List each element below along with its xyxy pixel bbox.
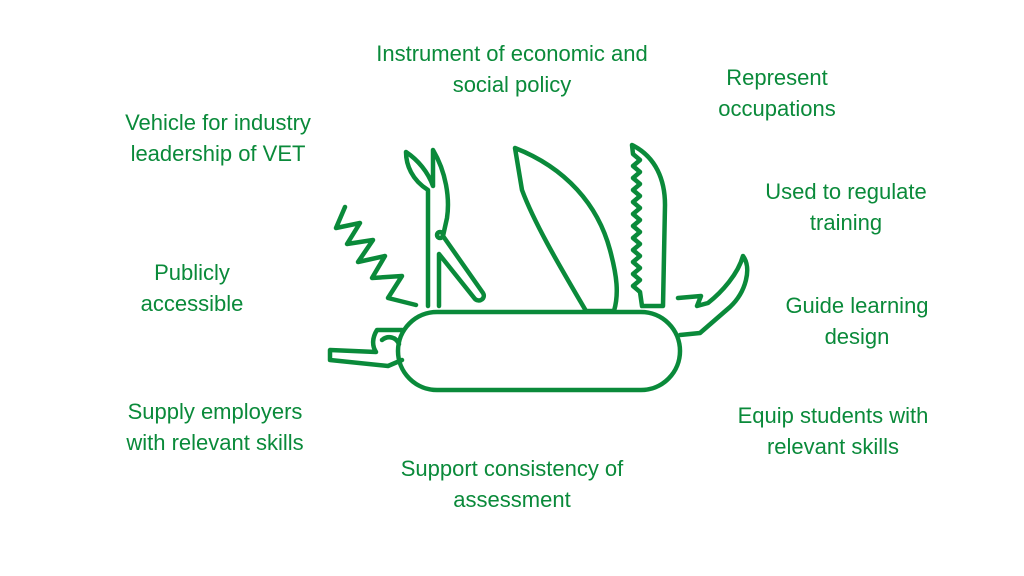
saw-tool [629, 142, 668, 309]
corkscrew-tool [333, 204, 419, 308]
can-opener-tool [675, 253, 750, 338]
label-publicly-accessible: Publicly accessible [140, 260, 244, 316]
label-regulate-training: Used to regulate training [765, 179, 927, 235]
label-represent-occupations: Represent occupations [718, 65, 836, 121]
bottle-opener-tool [327, 327, 405, 369]
scissors-tool [403, 147, 486, 309]
scissors-pivot [434, 229, 446, 241]
label-equip-students: Equip students with relevant skills [737, 403, 929, 459]
label-instrument-of-policy: Instrument of economic and social policy [376, 41, 648, 97]
label-support-consistency: Support consistency of assessment [400, 456, 624, 512]
knife-handle [395, 309, 683, 393]
large-blade-tool [512, 145, 620, 314]
bottle-opener-notch [379, 334, 402, 347]
label-guide-learning-design: Guide learning design [785, 293, 929, 349]
label-vehicle-for-industry: Vehicle for industry leadership of VET [125, 110, 311, 166]
label-supply-employers: Supply employers with relevant skills [126, 399, 304, 455]
